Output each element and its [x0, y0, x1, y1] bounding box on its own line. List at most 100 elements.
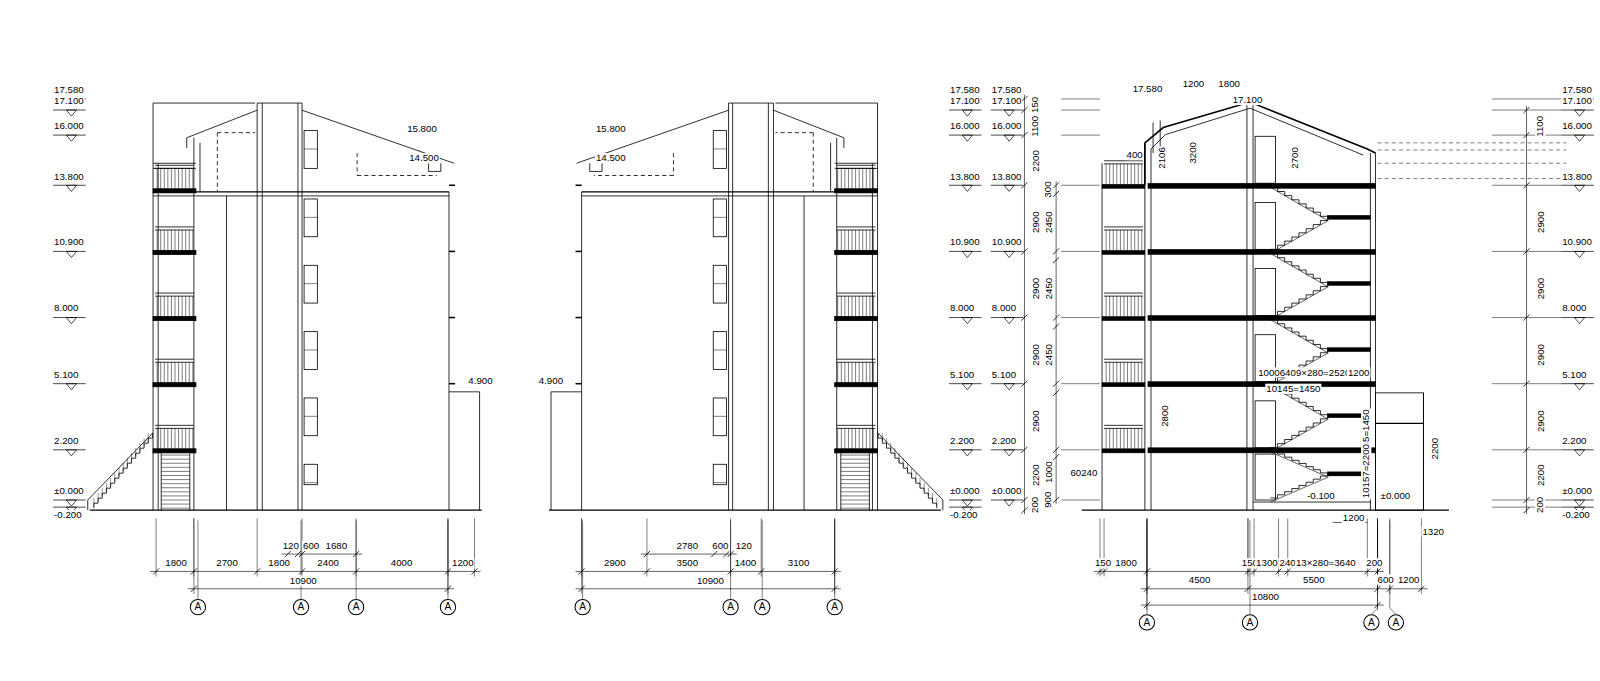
drawing-line: [932, 493, 933, 501]
level-marker: [66, 450, 76, 456]
drawing-line: [1523, 497, 1529, 503]
drawing-line: [837, 425, 876, 426]
level-marker: [1574, 135, 1584, 141]
drawing-line: [102, 488, 103, 496]
drawing-line: [1120, 164, 1121, 184]
drawing-rect: [835, 250, 878, 254]
drawing-rect: [1328, 348, 1371, 352]
drawing-line: [859, 296, 860, 316]
drawing-line: [160, 362, 161, 382]
drawing-line: [185, 168, 186, 188]
drawing-line: [1053, 381, 1059, 387]
dimension-text: 17.580: [991, 85, 1023, 95]
drawing-line: [167, 362, 168, 382]
dimension-text: 2.200: [1561, 436, 1587, 446]
axis-bubble: A: [1388, 614, 1404, 630]
drawing-line: [1061, 449, 1100, 450]
drawing-line: [1116, 296, 1117, 316]
drawing-line: [285, 551, 291, 557]
drawing-line: [852, 230, 853, 250]
level-marker: [1004, 500, 1014, 506]
drawing-line: [182, 296, 183, 316]
drawing-line: [713, 283, 726, 284]
drawing-line: [837, 230, 838, 250]
drawing-line: [594, 175, 674, 176]
dimension-text: 2.200: [991, 436, 1017, 446]
level-marker: [1004, 110, 1014, 116]
drawing-line: [182, 362, 183, 382]
drawing-line: [1113, 428, 1114, 448]
drawing-line: [185, 230, 186, 250]
drawing-line: [641, 554, 737, 555]
drawing-line: [894, 448, 895, 456]
dimension-text: 3500: [676, 558, 700, 568]
drawing-line: [1056, 181, 1057, 504]
drawing-line: [1106, 428, 1107, 448]
drawing-line: [841, 230, 842, 250]
drawing-line: [713, 482, 726, 483]
dimension-text: 2450: [1043, 343, 1053, 367]
drawing-line: [866, 230, 867, 250]
drawing-line: [1131, 230, 1132, 250]
dimension-text: 10800: [1251, 592, 1280, 602]
axis-bubble: A: [574, 599, 590, 615]
dimension-text: 3200: [1187, 141, 1197, 165]
drawing-line: [841, 483, 870, 484]
drawing-line: [1024, 95, 1025, 514]
level-marker: [1574, 251, 1584, 257]
drawing-line: [192, 428, 193, 448]
dimension-text: 1200: [1397, 574, 1421, 584]
axis-bubble: A: [1363, 614, 1379, 630]
drawing-line: [1021, 314, 1027, 320]
drawing-line: [711, 551, 717, 557]
drawing-line: [859, 230, 860, 250]
dimension-text: 2700: [215, 558, 239, 568]
drawing-line: [1423, 393, 1424, 510]
axis-bubble: A: [722, 599, 738, 615]
level-marker: [1004, 185, 1014, 191]
drawing-rect: [835, 383, 878, 387]
drawing-polyline: [1270, 316, 1327, 349]
drawing-line: [189, 362, 190, 382]
drawing-line: [919, 478, 920, 486]
drawing-line: [1061, 317, 1100, 318]
dimension-text: 2900: [603, 558, 627, 568]
drawing-line: [1021, 132, 1027, 138]
drawing-line: [1053, 390, 1059, 396]
drawing-line: [551, 392, 552, 510]
dimension-text: ±0.000: [949, 486, 981, 496]
drawing-line: [862, 168, 863, 188]
drawing-line: [167, 168, 168, 188]
level-marker: [1574, 185, 1584, 191]
dimension-text: 2900: [1030, 409, 1040, 433]
drawing-line: [1127, 428, 1128, 448]
drawing-line: [859, 168, 860, 188]
drawing-rect: [713, 398, 726, 436]
drawing-rect: [1255, 269, 1275, 316]
level-marker: [1004, 251, 1014, 257]
drawing-line: [762, 520, 763, 592]
drawing-line: [844, 168, 845, 188]
dimension-text: 13×280=3640: [1295, 558, 1357, 568]
drawing-line: [773, 103, 774, 510]
dimension-text: 1800: [1114, 558, 1138, 568]
drawing-line: [841, 504, 870, 505]
drawing-line: [302, 103, 303, 510]
drawing-line: [1492, 98, 1561, 99]
drawing-line: [161, 471, 190, 472]
dimension-text: 10145=1450: [1265, 384, 1321, 394]
drawing-line: [297, 103, 298, 510]
drawing-line: [167, 230, 168, 250]
drawing-line: [440, 163, 441, 171]
drawing-line: [155, 165, 194, 166]
dimension-text: ±0.000: [991, 486, 1023, 496]
dimension-text: 1400: [734, 558, 758, 568]
drawing-line: [1053, 248, 1059, 254]
drawing-line: [841, 168, 842, 188]
drawing-line: [582, 195, 878, 196]
dimension-text: 2800: [1160, 404, 1170, 428]
drawing-line: [1146, 518, 1147, 610]
dimension-text: -0.200: [949, 510, 979, 520]
dimension-text: 17.580: [1132, 84, 1164, 94]
dimension-text: 120: [735, 541, 753, 551]
